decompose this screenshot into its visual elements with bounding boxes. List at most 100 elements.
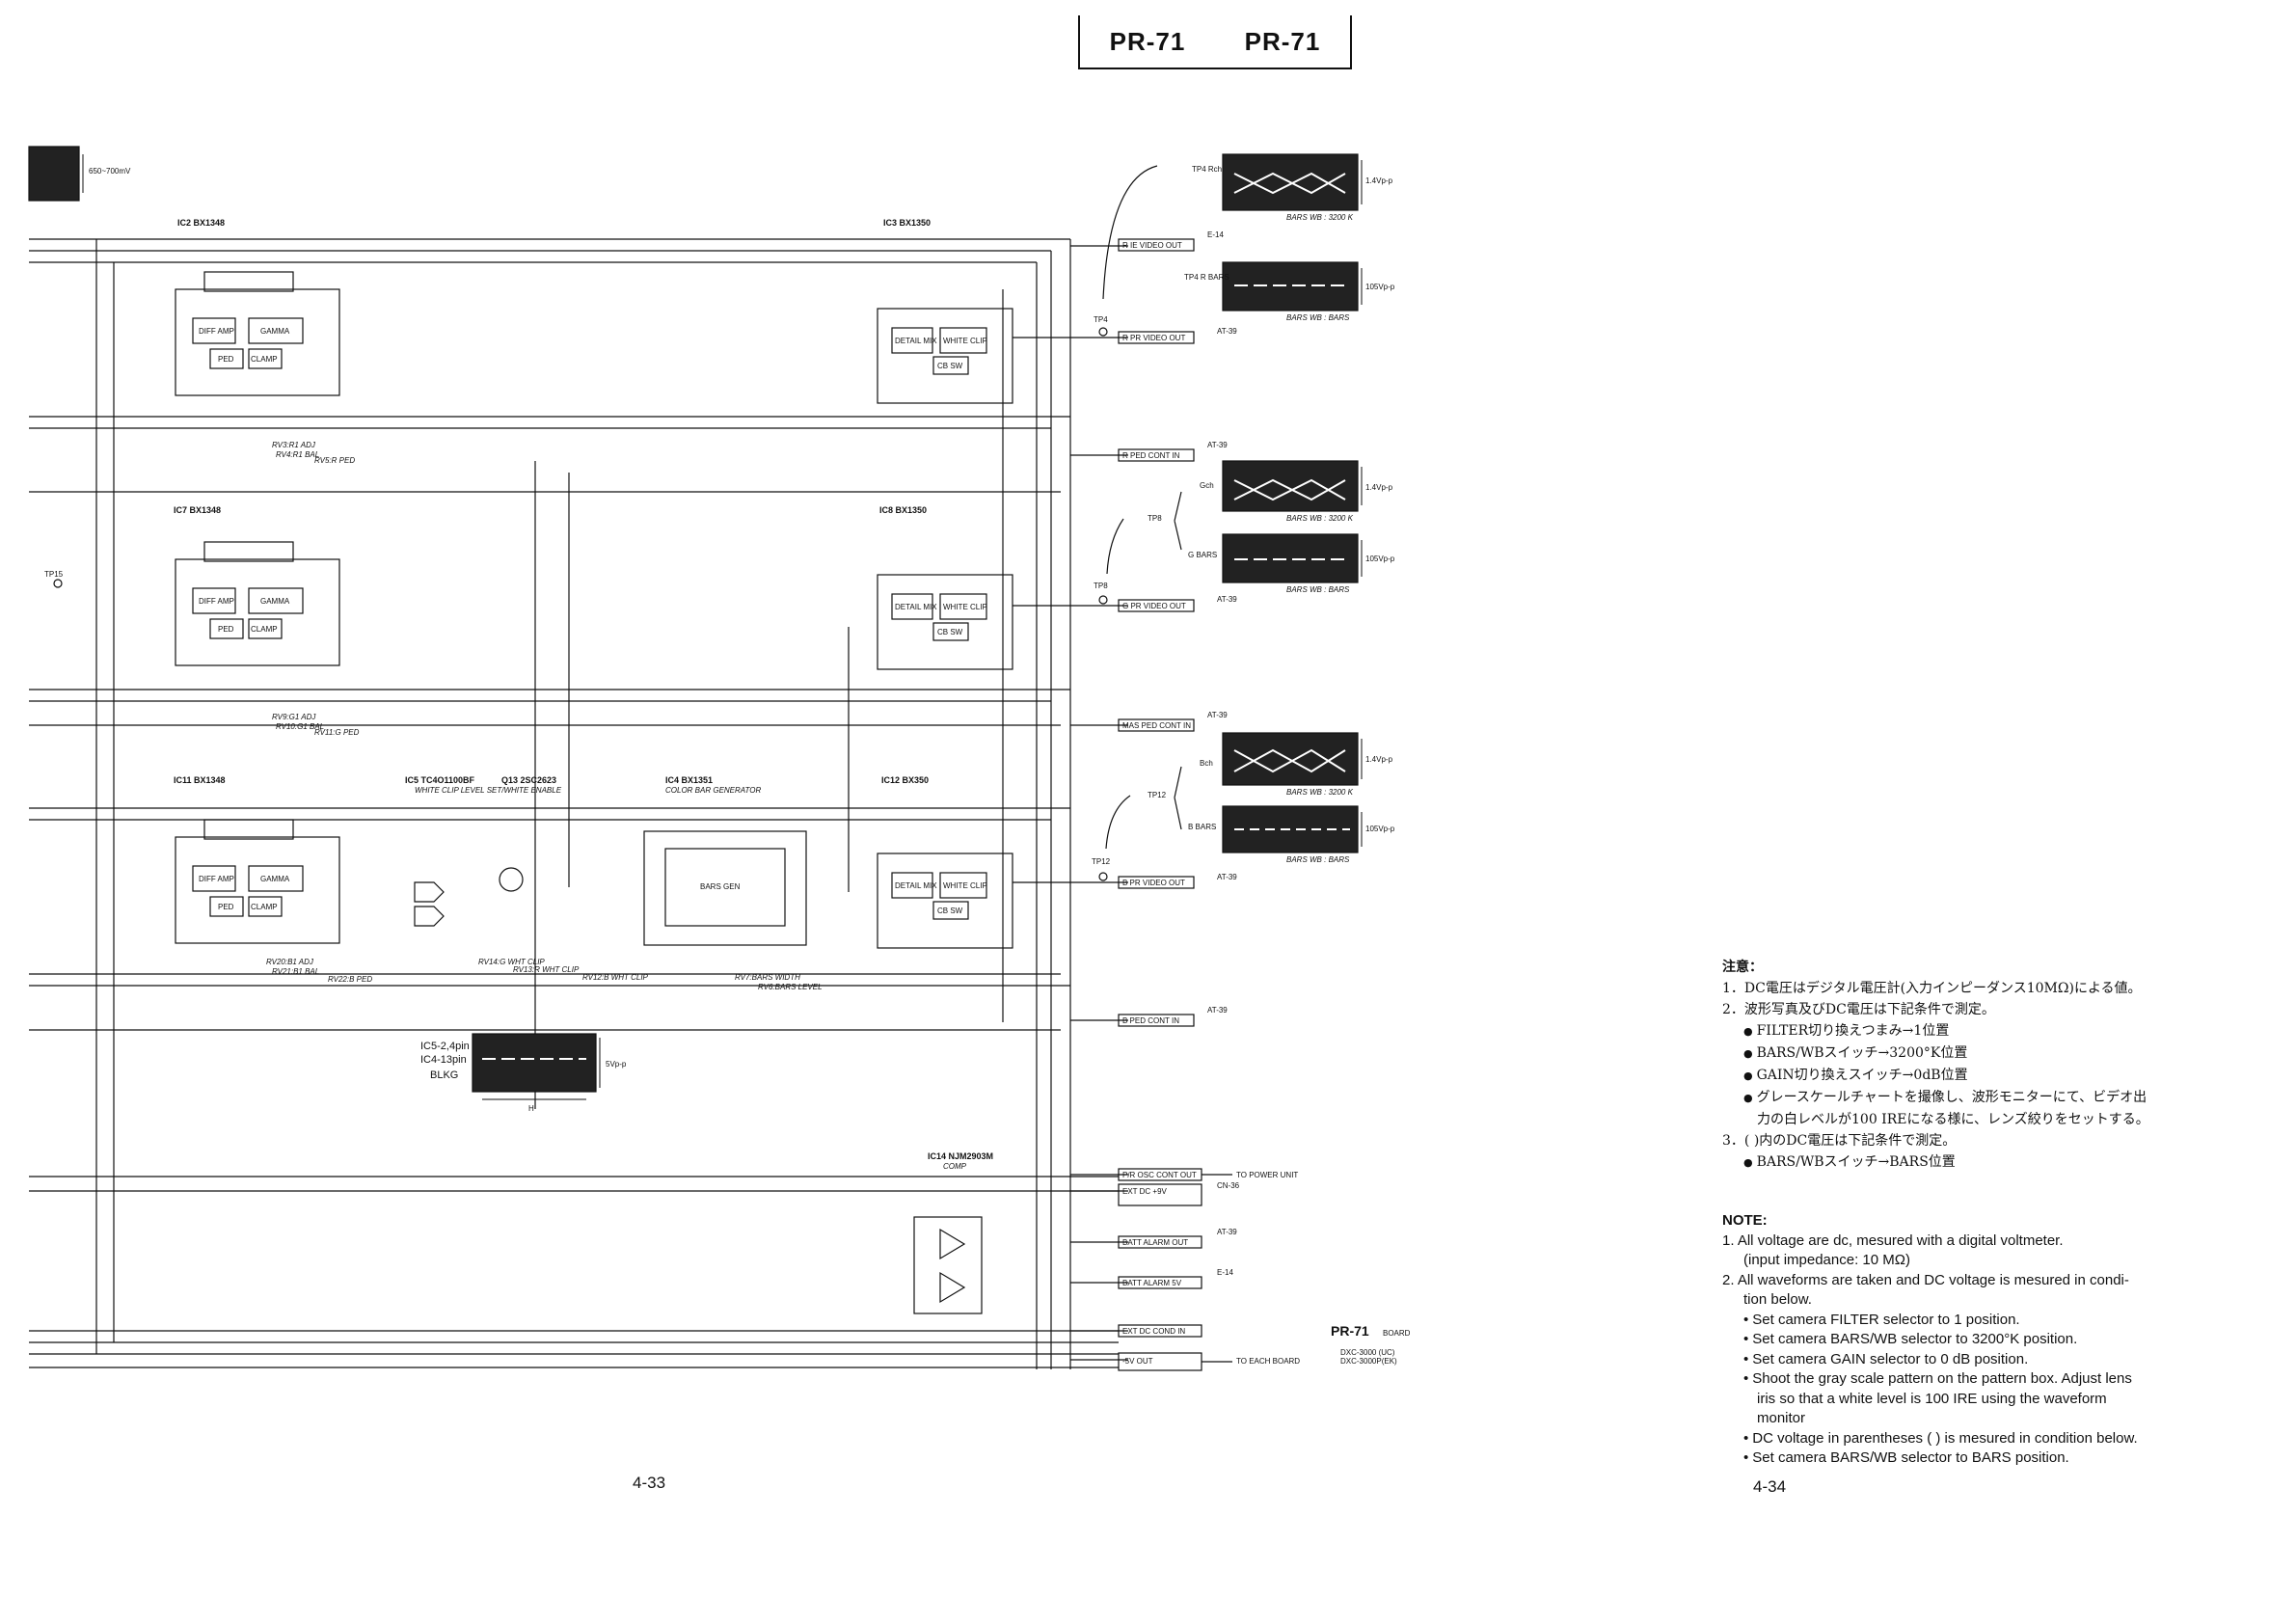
conn-r-pr-dest: AT-39: [1217, 327, 1237, 336]
notes-en-bullet-3-text: Set camera GAIN selector to 0 dB positio…: [1752, 1350, 2029, 1367]
notes-en-bullet-6-text: Set camera BARS/WB selector to BARS posi…: [1752, 1449, 2069, 1466]
adj-note-rv5: RV5:R PED: [314, 456, 355, 465]
conn-r-ie-video-out: R IE VIDEO OUT: [1122, 241, 1182, 250]
page-number-right: 4-34: [1753, 1477, 1787, 1496]
notes-ja-line-3: FILTER切り換えつまみ→1位置: [1722, 1020, 2243, 1042]
ic8-label: IC8 BX1350: [879, 505, 927, 515]
ic4-bars-gen: BARS GEN: [700, 882, 741, 891]
conn-b-pr-video-out: B PR VIDEO OUT: [1122, 879, 1185, 887]
ic7-diff-amp: DIFF AMP: [199, 597, 234, 606]
adj-note-rv11: RV11:G PED: [314, 728, 360, 737]
adj-note-rv3: RV3:R1 ADJ: [272, 441, 316, 449]
notes-en-item2: 2. All waveforms are taken and DC voltag…: [1722, 1271, 2129, 1288]
ic5-label: IC5 TC4O1100BF: [405, 775, 475, 785]
header-box: PR-71 PR-71: [1078, 15, 1352, 69]
ic11-ped: PED: [218, 903, 234, 911]
notes-ja-line-3-text: FILTER切り換えつまみ→1位置: [1756, 1023, 1950, 1039]
notes-en-cont-1: iris so that a white level is 100 IRE us…: [1757, 1390, 2107, 1407]
ic2-label: IC2 BX1348: [177, 218, 225, 228]
conn-to-each-board: TO EACH BOARD: [1236, 1357, 1300, 1366]
adj-note-rv10: RV10:G1 BAL: [276, 722, 324, 731]
ic4-desc: COLOR BAR GENERATOR: [665, 786, 762, 795]
notes-en-bullet-4: Shoot the gray scale pattern on the patt…: [1722, 1369, 2243, 1390]
notes-en-item1: 1. All voltage are dc, mesured with a di…: [1722, 1232, 2064, 1249]
ic8-white-clip: WHITE CLIP: [943, 603, 987, 611]
blkg-label-3: BLKG: [430, 1069, 458, 1081]
ic12-white-clip: WHITE CLIP: [943, 881, 987, 890]
conn-to-power-unit: TO POWER UNIT: [1236, 1171, 1298, 1179]
adj-note-rv13: RV13:R WHT CLIP: [513, 965, 580, 974]
q13-label: Q13 2SC2623: [501, 775, 556, 785]
conn-r-ped-dest: AT-39: [1207, 441, 1228, 449]
notes-ja-line-6: グレースケールチャートを撮像し、波形モニターにて、ビデオ出: [1722, 1087, 2243, 1109]
ic11-diff-amp: DIFF AMP: [199, 875, 234, 883]
blkg-label-1: IC5-2,4pin: [420, 1041, 470, 1052]
adj-note-rv14: RV14:G WHT CLIP: [478, 958, 545, 966]
ic14-label: IC14 NJM2903M: [928, 1151, 993, 1161]
conn-b-pr-dest: AT-39: [1217, 873, 1237, 881]
notes-en-bullet-6: Set camera BARS/WB selector to BARS posi…: [1722, 1448, 2243, 1469]
notes-ja-line-4-text: BARS/WBスイッチ→3200°K位置: [1756, 1045, 1968, 1061]
notes-en-bullet-1-text: Set camera FILTER selector to 1 position…: [1752, 1311, 2020, 1328]
tp8-arrow-label: TP8: [1148, 514, 1162, 523]
adj-note-rv7: RV7:BARS WIDTH: [735, 973, 800, 982]
page-number-left: 4-33: [633, 1474, 666, 1492]
blkg-label-2: IC4-13pin: [420, 1054, 467, 1066]
adj-note-rv12: RV12:B WHT CLIP: [582, 973, 649, 982]
conn-pr-osc-cont-out: P/R OSC CONT OUT: [1122, 1171, 1197, 1179]
conn-batt-5v-dest: E-14: [1217, 1268, 1233, 1277]
notes-en-item1b: (input impedance: 10 MΩ): [1743, 1252, 1910, 1268]
notes-ja-line-7: 力の白レベルが100 IREになる様に、レンズ絞りをセットする。: [1757, 1112, 2149, 1127]
ic11-gamma: GAMMA: [260, 875, 290, 883]
conn-batt-alarm-5v: BATT ALARM 5V: [1122, 1279, 1182, 1287]
conn-ext-dc-dest: CN-36: [1217, 1181, 1240, 1190]
notes-en-bullet-5: DC voltage in parentheses ( ) is mesured…: [1722, 1429, 2243, 1449]
notes-en-bullet-5-text: DC voltage in parentheses ( ) is mesured…: [1752, 1429, 2138, 1447]
wave-top-left-amp: 650~700mV: [89, 167, 131, 176]
wave-b-caption: BARS WB : 3200 K: [1286, 788, 1354, 797]
notes-en-bullet-4-text: Shoot the gray scale pattern on the patt…: [1752, 1370, 2132, 1387]
notes-en-bullet-2: Set camera BARS/WB selector to 3200°K po…: [1722, 1330, 2243, 1350]
notes-japanese: 注意： 1．DC電圧はデジタル電圧計(入力インピーダンス10MΩ)による値。 2…: [1722, 957, 2243, 1174]
blkg-amp: 5Vp-p: [606, 1060, 627, 1069]
ic2-gamma: GAMMA: [260, 327, 290, 336]
ic5-desc: WHITE CLIP LEVEL SET/WHITE ENABLE: [415, 786, 562, 795]
ic7-clamp: CLAMP: [251, 625, 278, 634]
wave-gbars-amp: 105Vp-p: [1365, 555, 1395, 563]
conn-b-ped-cont-in: B PED CONT IN: [1122, 1016, 1179, 1025]
wave-rbars-caption: BARS WB : BARS: [1286, 313, 1350, 322]
ic11-clamp: CLAMP: [251, 903, 278, 911]
tp12-arrow-label: TP12: [1148, 791, 1167, 799]
notes-en-bullet-1: Set camera FILTER selector to 1 position…: [1722, 1311, 2243, 1331]
ic8-cb-sw: CB SW: [937, 628, 963, 636]
tp12-bbars-label: B BARS: [1188, 823, 1216, 831]
adj-note-rv21: RV21:B1 BAL: [272, 967, 319, 976]
conn-mas-ped-cont-in: MAS PED CONT IN: [1122, 721, 1191, 730]
ic2-clamp: CLAMP: [251, 355, 278, 364]
ic2-diff-amp: DIFF AMP: [199, 327, 234, 336]
notes-ja-line-4: BARS/WBスイッチ→3200°K位置: [1722, 1042, 2243, 1065]
notes-ja-line-6-text: グレースケールチャートを撮像し、波形モニターにて、ビデオ出: [1756, 1090, 2147, 1105]
notes-ja-line-9: BARS/WBスイッチ→BARS位置: [1722, 1151, 2243, 1174]
board-name: PR-71: [1331, 1323, 1369, 1339]
tp8-gbars-label: G BARS: [1188, 551, 1217, 559]
adj-note-rv20: RV20:B1 ADJ: [266, 958, 314, 966]
conn-ext-dc-cond-in: EXT DC COND IN: [1122, 1327, 1185, 1336]
tp15-label: TP15: [44, 570, 64, 579]
conn-5v-out: -5V OUT: [1122, 1357, 1153, 1366]
ic2-ped: PED: [218, 355, 234, 364]
notes-ja-line-1: 1．DC電圧はデジタル電圧計(入力インピーダンス10MΩ)による値。: [1722, 981, 2142, 996]
wave-g-amp: 1.4Vp-p: [1365, 483, 1393, 492]
ic3-cb-sw: CB SW: [937, 362, 963, 370]
notes-en-item2b: tion below.: [1743, 1291, 1812, 1308]
conn-r-pr-video-out: R PR VIDEO OUT: [1122, 334, 1185, 342]
ic8-detail-mix: DETAIL MIX: [895, 603, 937, 611]
ic7-ped: PED: [218, 625, 234, 634]
adj-note-rv4: RV4:R1 BAL: [276, 450, 319, 459]
wave-r-caption: BARS WB : 3200 K: [1286, 213, 1354, 222]
notes-ja-heading: 注意：: [1722, 960, 1763, 975]
ic4-label: IC4 BX1351: [665, 775, 713, 785]
wave-g-caption: BARS WB : 3200 K: [1286, 514, 1354, 523]
tp12-label: TP12: [1092, 857, 1111, 866]
